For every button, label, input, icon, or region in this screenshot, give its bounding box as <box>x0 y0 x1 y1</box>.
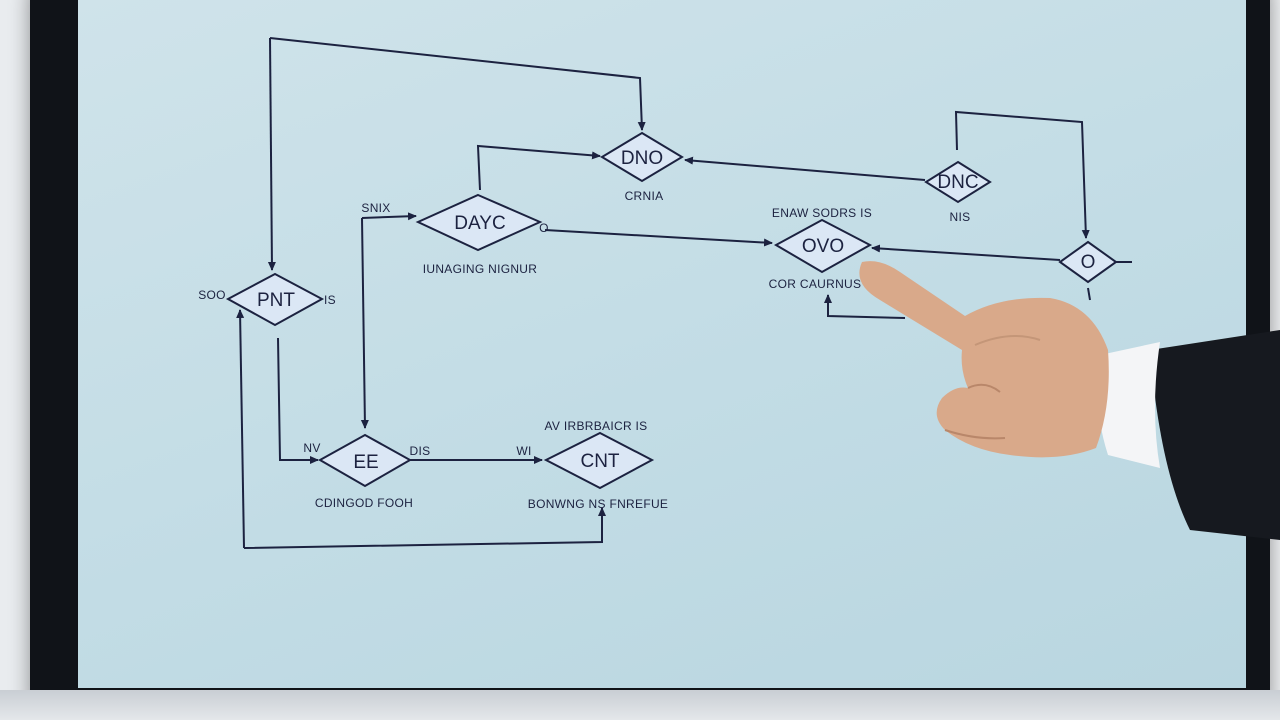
node-ee: EE NV DIS CDINGOD FOOH <box>303 433 431 510</box>
node-dno-label: DNO <box>621 148 663 169</box>
node-ee-label: EE <box>353 452 378 473</box>
node-cnt-caption: BONWNG NS FNREFUE <box>528 497 668 511</box>
node-dnc: DNC NIS <box>924 160 992 224</box>
node-cnt-left-label: WI <box>516 444 531 458</box>
connector-lines <box>236 37 1132 549</box>
node-ovo-caption: COR CAURNUS <box>769 277 862 291</box>
node-o-label: O <box>1081 252 1096 273</box>
node-ee-left-label: NV <box>303 441 320 455</box>
node-ee-right-label: DIS <box>410 444 431 458</box>
node-ovo-label: OVO <box>802 236 844 257</box>
node-ovo: OVO ENAW SODRS IS COR CAURNUS <box>769 206 873 291</box>
node-cnt-label: CNT <box>580 451 619 472</box>
node-dayc-caption: IUNAGING NIGNUR <box>423 262 538 276</box>
node-cnt-top-label: AV IRBRBAICR IS <box>545 419 648 433</box>
node-dnc-label: DNC <box>937 172 978 193</box>
node-dayc-side-label: O <box>539 221 549 235</box>
node-dno-caption: CRNIA <box>625 189 664 203</box>
node-pnt-left-label: SOO <box>198 288 226 302</box>
node-ovo-top-label: ENAW SODRS IS <box>772 206 872 220</box>
node-pnt-label: PNT <box>257 290 295 311</box>
monitor-stand-base <box>0 690 1280 720</box>
node-ee-caption: CDINGOD FOOH <box>315 496 413 510</box>
node-dnc-caption: NIS <box>950 210 971 224</box>
node-o: O <box>1058 240 1118 284</box>
node-pnt-right-label: IS <box>324 293 336 307</box>
node-dno: DNO CRNIA <box>600 131 684 203</box>
node-dayc-top-label: SNIX <box>361 201 390 215</box>
node-cnt: CNT AV IRBRBAICR IS WI BONWNG NS FNREFUE <box>516 419 668 511</box>
node-dayc: DAYC IUNAGING NIGNUR SNIX O <box>361 193 549 276</box>
node-pnt: PNT SOO IS <box>198 272 336 327</box>
node-dayc-label: DAYC <box>454 213 505 234</box>
